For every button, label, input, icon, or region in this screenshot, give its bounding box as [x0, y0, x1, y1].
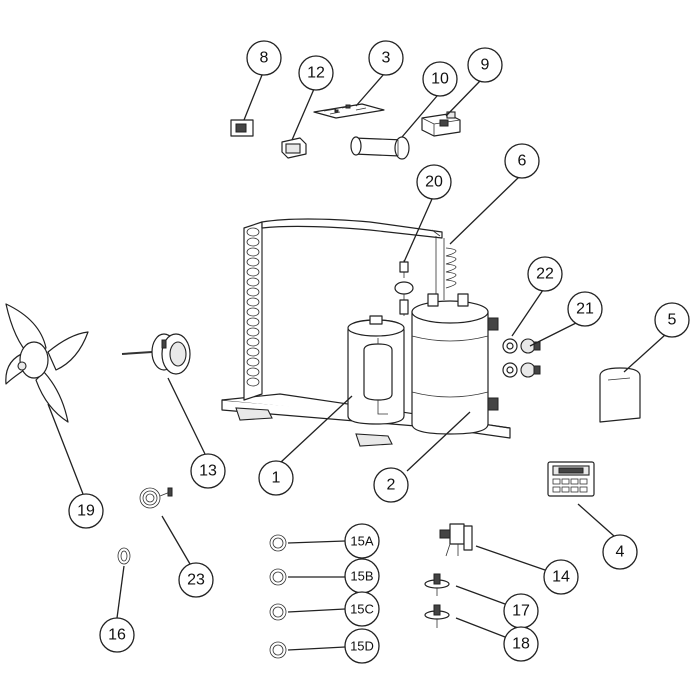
svg-text:17: 17 [512, 603, 530, 620]
part-tubing-15d [269, 641, 287, 659]
coil-fin [246, 317, 260, 327]
callout-10: 10 [422, 61, 458, 97]
coil-fin [246, 227, 260, 237]
part-coil-pipe [445, 247, 457, 289]
coil-fin [246, 237, 260, 247]
coil-fin [246, 277, 260, 287]
callout-23: 23 [178, 562, 214, 598]
svg-text:18: 18 [512, 636, 530, 653]
callout-16: 16 [99, 617, 135, 653]
part-tubing-15b [269, 568, 287, 586]
svg-text:20: 20 [425, 174, 443, 191]
callout-2: 2 [373, 467, 409, 503]
svg-text:4: 4 [616, 544, 625, 561]
svg-text:21: 21 [576, 301, 594, 318]
callout-1: 1 [258, 460, 294, 496]
svg-text:15A: 15A [350, 534, 373, 549]
part-compressor [347, 315, 405, 425]
svg-text:3: 3 [382, 50, 391, 67]
callout-14: 14 [543, 559, 579, 595]
callout-5: 5 [654, 302, 690, 338]
callout-9: 9 [467, 47, 503, 83]
part-capacitor [350, 136, 410, 160]
callout-15b: 15B [344, 558, 380, 594]
coil-fin [246, 257, 260, 267]
callout-20: 20 [416, 164, 452, 200]
coil-fin [246, 287, 260, 297]
svg-text:23: 23 [187, 572, 205, 589]
callout-13: 13 [190, 453, 226, 489]
callout-22: 22 [527, 256, 563, 292]
part-cover [599, 367, 641, 423]
part-service-valve [439, 523, 473, 557]
part-sensor-wire [139, 487, 173, 509]
callout-4: 4 [602, 534, 638, 570]
svg-text:6: 6 [518, 153, 527, 170]
svg-text:5: 5 [668, 312, 677, 329]
coil-fin [246, 327, 260, 337]
callout-17: 17 [503, 593, 539, 629]
svg-text:12: 12 [307, 65, 325, 82]
leader-lines [47, 73, 666, 651]
callout-15a: 15A [344, 523, 380, 559]
callout-18: 18 [503, 626, 539, 662]
part-valve-caps [520, 338, 541, 378]
callout-21: 21 [567, 291, 603, 327]
svg-text:14: 14 [552, 569, 570, 586]
part-contactor [421, 111, 461, 137]
svg-text:16: 16 [108, 627, 126, 644]
part-circuit-board [313, 103, 385, 119]
coil-fin [246, 297, 260, 307]
part-fan-motor [121, 333, 191, 375]
callout-15d: 15D [344, 628, 380, 664]
svg-text:15D: 15D [350, 639, 374, 654]
svg-text:19: 19 [77, 503, 95, 520]
svg-text:9: 9 [481, 57, 490, 74]
part-tubing-15a [269, 534, 287, 552]
coil-fin [246, 307, 260, 317]
coil-fin [246, 357, 260, 367]
part-relay [230, 119, 254, 137]
coil-fin [246, 337, 260, 347]
svg-text:22: 22 [536, 266, 554, 283]
coil-fin [246, 247, 260, 257]
part-wire-loop [117, 547, 131, 565]
svg-text:1: 1 [272, 470, 281, 487]
callout-12: 12 [298, 55, 334, 91]
svg-text:10: 10 [431, 71, 449, 88]
callout-15c: 15C [344, 591, 380, 627]
part-tubing-15c [269, 603, 287, 621]
svg-text:2: 2 [387, 477, 396, 494]
svg-text:8: 8 [260, 50, 269, 67]
coil-fin [246, 267, 260, 277]
svg-text:15C: 15C [350, 602, 374, 617]
callout-6: 6 [504, 143, 540, 179]
part-terminal-block [281, 137, 307, 159]
part-valve [394, 260, 414, 316]
part-controller [547, 461, 595, 497]
callout-19: 19 [68, 493, 104, 529]
part-fitting-17 [424, 573, 450, 596]
coil-fin [246, 367, 260, 377]
part-fan-blade [5, 303, 89, 423]
part-fitting-18 [424, 604, 450, 628]
coil-fin [246, 377, 260, 387]
callout-3: 3 [368, 40, 404, 76]
svg-text:15B: 15B [350, 569, 373, 584]
part-receiver-tank [411, 293, 499, 435]
coil-fin [246, 347, 260, 357]
part-grommets [502, 338, 518, 378]
callout-8: 8 [246, 40, 282, 76]
svg-text:13: 13 [199, 463, 217, 480]
